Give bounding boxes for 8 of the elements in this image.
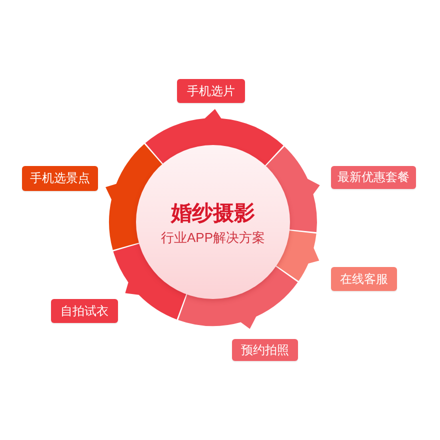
feature-tag: 在线客服 [331,267,397,291]
feature-tag: 手机选景点 [22,166,98,191]
feature-tag: 预约拍照 [232,339,298,361]
subtitle-text: 行业APP解决方案 [160,229,265,247]
feature-tag: 手机选片 [177,79,245,103]
feature-tag: 自拍试衣 [51,299,118,323]
feature-tag: 最新优惠套餐 [331,166,416,189]
title-text: 婚纱摄影 [171,201,255,227]
